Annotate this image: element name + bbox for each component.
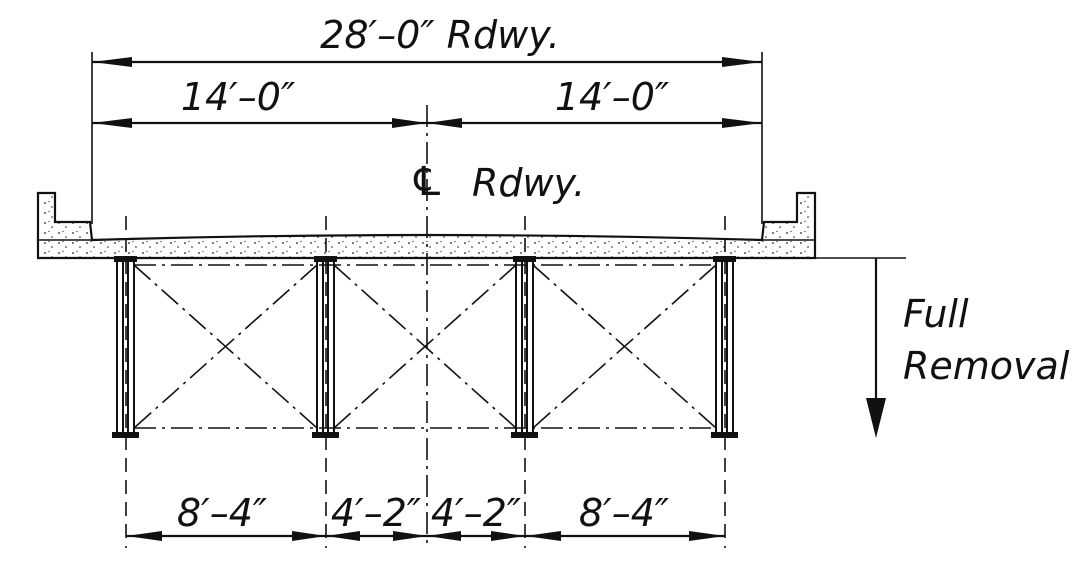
arrowhead-icon: [722, 57, 762, 67]
full-removal-callout: Full Removal: [815, 257, 1070, 438]
half-roadway-dimensions: 14′–0″ 14′–0″: [92, 75, 762, 128]
removal-label-line1: Full: [903, 292, 969, 336]
spacing-label-3: 4′–2″: [431, 491, 521, 535]
deck-outline: [36, 191, 817, 260]
half-roadway-right-label: 14′–0″: [555, 75, 669, 119]
spacing-label-2: 4′–2″: [331, 491, 421, 535]
spacing-label-4: 8′–4″: [579, 491, 669, 535]
brace-diagonal: [532, 264, 717, 429]
arrowhead-icon: [92, 118, 132, 128]
arrowhead-icon: [689, 531, 725, 541]
overall-roadway-label: 28′–0″ Rdwy.: [320, 13, 560, 57]
girder-spacing-dimensions: 8′–4″ 4′–2″ 4′–2″ 8′–4″: [126, 491, 725, 541]
girder-centerlines: [125, 216, 726, 548]
cross-frames: [133, 264, 717, 429]
removal-label-line2: Removal: [903, 344, 1070, 388]
arrowhead-icon: [427, 531, 461, 541]
brace-diagonal: [333, 264, 517, 429]
arrowhead-icon: [326, 531, 360, 541]
down-arrow-icon: [866, 398, 886, 438]
arrowhead-icon: [292, 531, 326, 541]
centerline: ℄ Rdwy.: [409, 105, 585, 548]
arrowhead-icon: [427, 118, 462, 128]
arrowhead-icon: [525, 531, 561, 541]
arrowhead-icon: [491, 531, 525, 541]
centerline-label: Rdwy.: [472, 161, 585, 205]
girders: [112, 256, 738, 438]
spacing-label-1: 8′–4″: [177, 491, 267, 535]
arrowhead-icon: [722, 118, 762, 128]
arrowhead-icon: [126, 531, 162, 541]
deck-slab: [36, 191, 817, 260]
arrowhead-icon: [92, 57, 132, 67]
arrowhead-icon: [393, 531, 427, 541]
arrowhead-icon: [392, 118, 427, 128]
girder-1: [112, 256, 139, 438]
overall-roadway-dimension: 28′–0″ Rdwy.: [91, 13, 763, 224]
brace-diagonal: [133, 264, 318, 429]
girder-3: [511, 256, 538, 438]
half-roadway-left-label: 14′–0″: [181, 75, 295, 119]
girder-4: [711, 256, 738, 438]
centerline-icon: ℄: [409, 159, 445, 205]
girder-2: [312, 256, 339, 438]
